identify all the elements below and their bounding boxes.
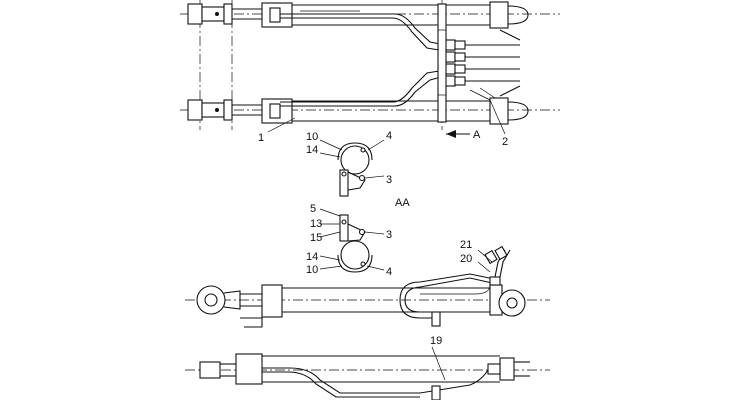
view-arrow-label: A	[473, 129, 481, 141]
upper-hoses	[280, 10, 520, 63]
callout-10-upper: 10	[306, 131, 318, 143]
callout-4-lower: 4	[386, 266, 392, 278]
section-label: AA	[395, 197, 410, 209]
lower-hoses	[280, 63, 520, 107]
side-view-cylinder-1: 21 20	[185, 239, 550, 328]
callout-21: 21	[460, 239, 472, 251]
upper-cylinder	[187, 1, 529, 29]
mounting-plate	[437, 3, 447, 123]
lower-cylinder	[187, 97, 529, 125]
callout-20: 20	[460, 253, 472, 265]
section-aa-clamps: 10 14 4 3 AA 5 13 15 3 14 10 4	[306, 130, 410, 278]
callout-3-lower: 3	[386, 229, 392, 241]
callout-15: 15	[310, 232, 322, 244]
view-arrow-a: A	[446, 129, 481, 141]
side-view-cylinder-2: 19	[185, 335, 550, 401]
callout-5: 5	[310, 203, 316, 215]
callout-10-lower: 10	[306, 264, 318, 276]
callout-14-upper: 14	[306, 144, 318, 156]
callout-2: 2	[502, 136, 508, 148]
top-view-assembly: A 1 2	[180, 0, 560, 148]
callout-1: 1	[258, 132, 264, 144]
callout-4-upper: 4	[386, 130, 392, 142]
callout-13: 13	[310, 218, 322, 230]
callout-19: 19	[430, 335, 442, 347]
callout-3-upper: 3	[386, 174, 392, 186]
callout-14-lower: 14	[306, 251, 318, 263]
